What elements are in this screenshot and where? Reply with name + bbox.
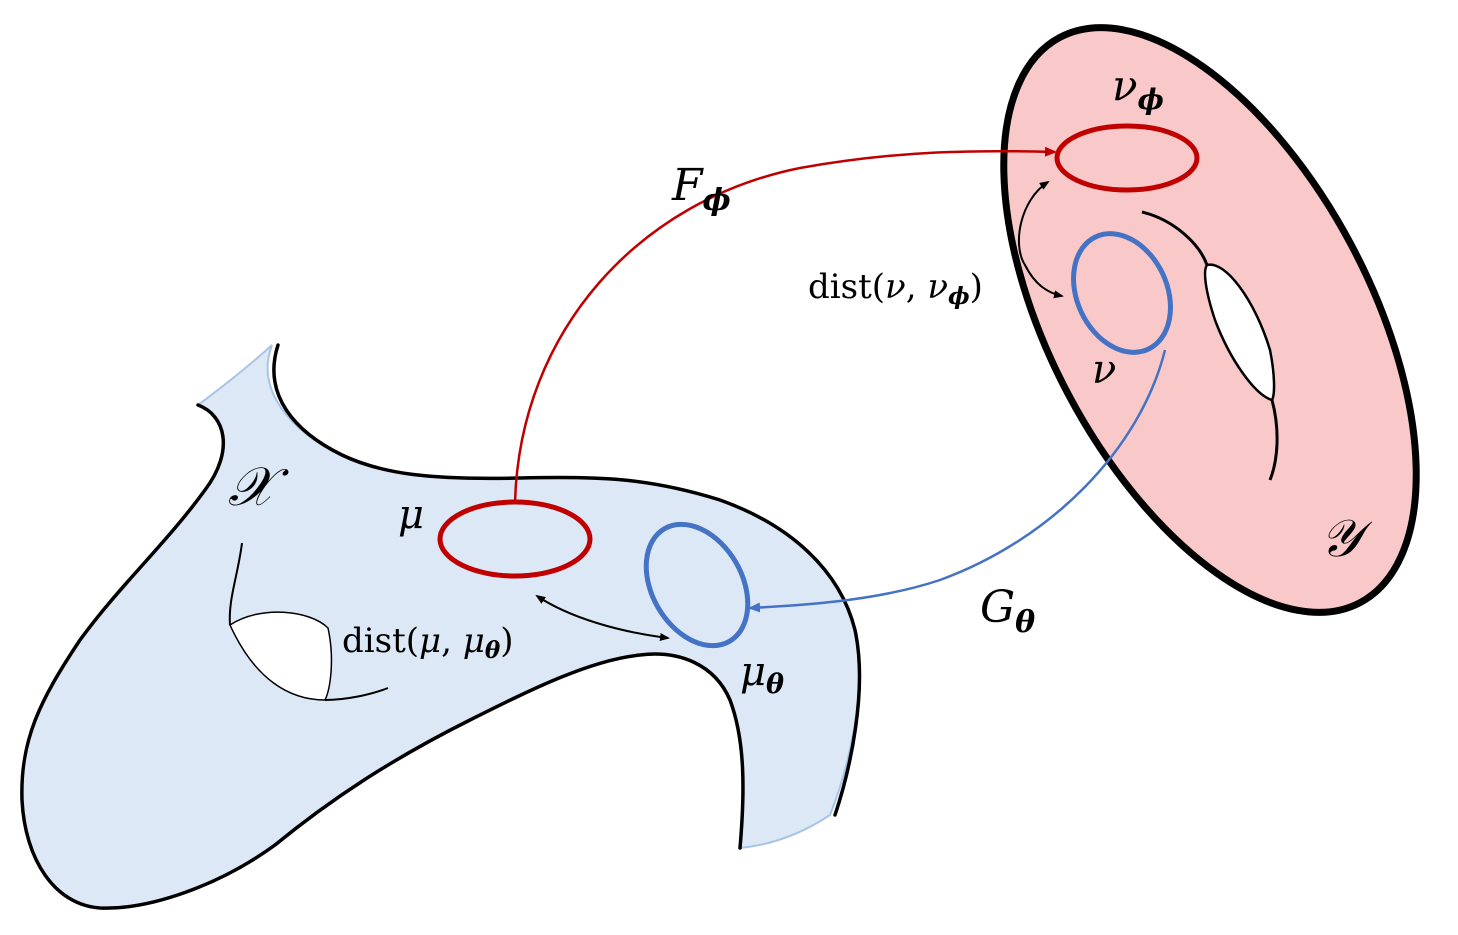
dist-y-arrow bbox=[1018, 180, 1064, 299]
dist-y-a: ν bbox=[885, 267, 906, 307]
dist-y-b-sub: ϕ bbox=[948, 283, 970, 310]
label-dist-x: dist(μ, μθ) bbox=[342, 621, 513, 664]
label-mu: μ bbox=[398, 492, 424, 538]
label-nu-phi: νϕ bbox=[1112, 61, 1164, 116]
dist-x-b: μ bbox=[463, 621, 485, 661]
dist-x-close: ) bbox=[500, 621, 513, 661]
label-mu-theta: μθ bbox=[740, 649, 784, 700]
label-mu-theta-base: μ bbox=[740, 649, 766, 695]
manifold-x bbox=[20, 343, 862, 910]
dist-y-comma: , bbox=[906, 267, 928, 307]
manifold-y bbox=[1000, 24, 1420, 616]
g-theta-arrow bbox=[748, 349, 1167, 613]
label-nu-phi-base: ν bbox=[1112, 61, 1138, 110]
label-f-phi-sub: ϕ bbox=[703, 183, 731, 218]
label-dist-y: dist(ν, νϕ) bbox=[808, 267, 983, 310]
label-g-theta-sub: θ bbox=[1015, 605, 1035, 640]
dist-x-a: μ bbox=[419, 621, 441, 661]
torus-outer bbox=[1000, 24, 1420, 616]
nu-circle bbox=[1071, 231, 1173, 355]
dist-y-prefix: dist( bbox=[808, 267, 885, 307]
dist-y-b: ν bbox=[927, 267, 948, 307]
manifold-x-outline-left bbox=[20, 403, 745, 910]
label-g-theta-base: G bbox=[980, 582, 1015, 633]
dist-x-prefix: dist( bbox=[342, 621, 419, 661]
dist-x-arrow bbox=[535, 594, 670, 641]
nu-phi-circle bbox=[1054, 123, 1200, 193]
torus-hole-fold-upper bbox=[1141, 210, 1209, 266]
dist-x-b-sub: θ bbox=[485, 637, 501, 664]
torus-hole-fold-lower bbox=[1268, 399, 1279, 481]
label-f-phi: Fϕ bbox=[671, 160, 731, 218]
f-phi-arrow bbox=[513, 146, 1057, 503]
manifold-x-hole-fold-bottom bbox=[324, 687, 389, 701]
label-f-phi-base: F bbox=[671, 160, 704, 211]
label-g-theta: Gθ bbox=[980, 582, 1035, 640]
dist-x-comma: , bbox=[441, 621, 463, 661]
label-nu: ν bbox=[1092, 347, 1116, 393]
label-mu-theta-sub: θ bbox=[766, 669, 784, 700]
dist-y-close: ) bbox=[970, 267, 983, 307]
manifold-x-hole bbox=[229, 611, 333, 701]
manifold-x-hole-fold-top bbox=[228, 542, 243, 626]
label-nu-phi-sub: ϕ bbox=[1138, 83, 1164, 116]
manifold-x-outline bbox=[272, 343, 862, 817]
